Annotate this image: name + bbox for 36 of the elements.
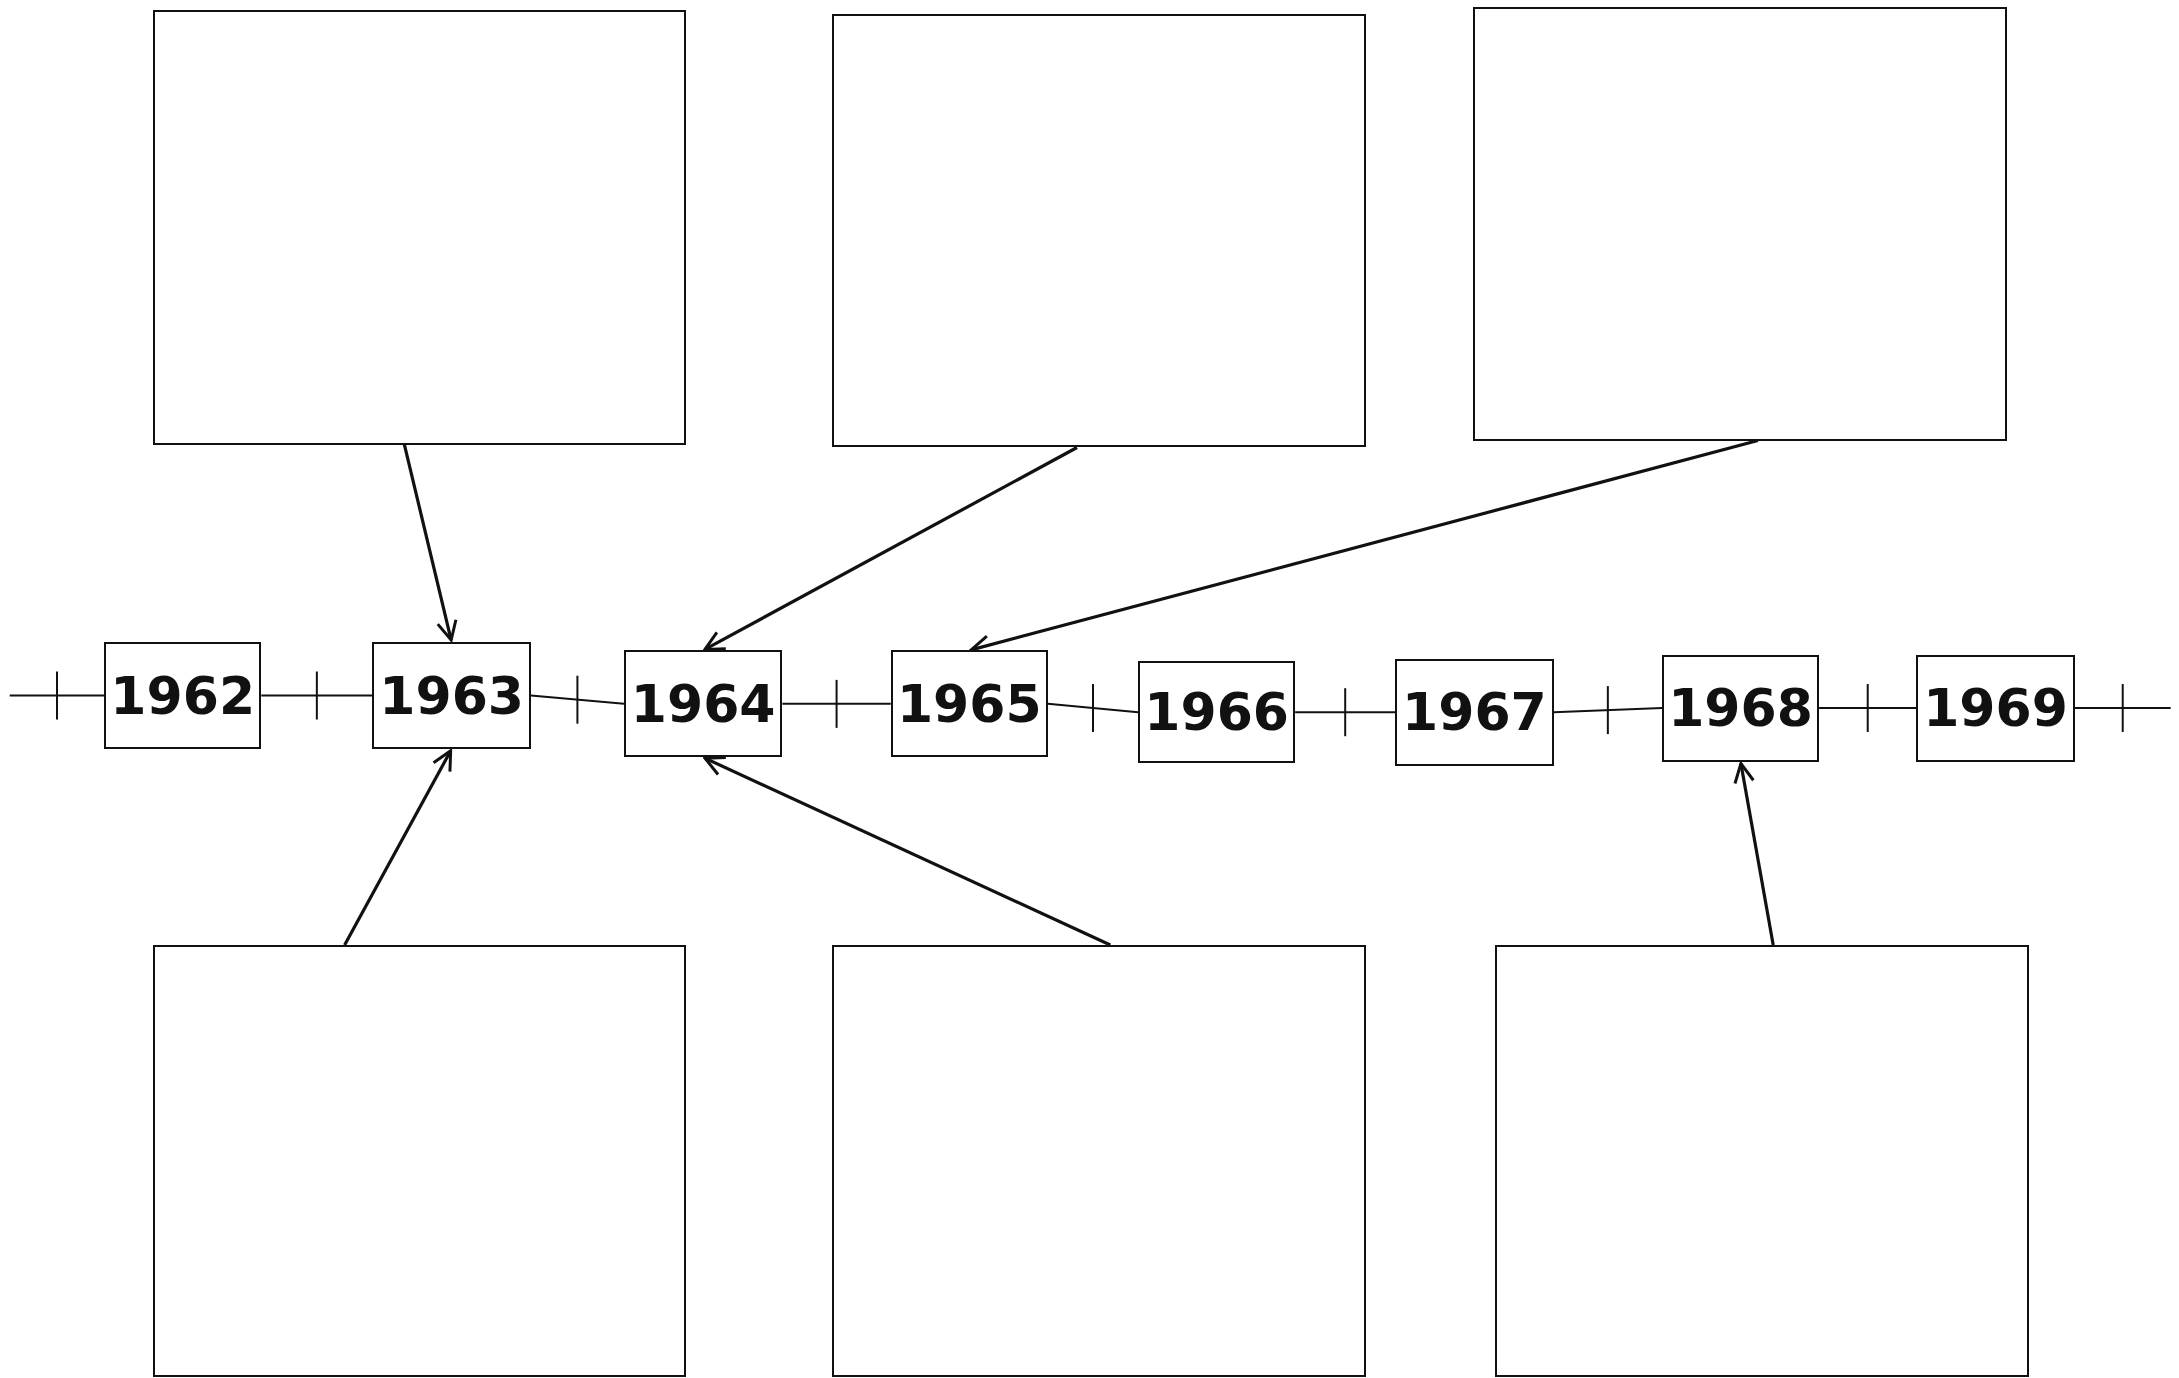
timeline-line: [1046, 702, 1140, 714]
year-box: [372, 642, 531, 749]
empty-box: [832, 944, 1367, 1378]
year-label: 1968: [1668, 678, 1813, 739]
year-box: [104, 642, 262, 749]
year-label: 1962: [110, 665, 256, 726]
timeline-line: [781, 702, 892, 705]
arrow: [343, 749, 453, 946]
arrow: [402, 444, 458, 642]
year-box: [623, 650, 783, 758]
year-label: 1967: [1402, 682, 1547, 743]
timeline-line: [260, 694, 374, 697]
arrow: [703, 446, 1078, 651]
empty-box: [1473, 6, 2007, 441]
empty-box: [832, 13, 1367, 448]
arrow: [1733, 762, 1775, 946]
year-label: 1965: [896, 673, 1042, 734]
timeline-line: [529, 694, 625, 705]
empty-box: [1495, 944, 2029, 1378]
year-box: [1662, 654, 1820, 762]
year-label: 1963: [379, 665, 524, 726]
year-box: [1916, 654, 2075, 762]
year-label: 1969: [1923, 678, 2068, 739]
timeline-line: [8, 694, 106, 697]
year-box: [890, 650, 1048, 758]
empty-box: [152, 9, 687, 445]
arrow: [703, 756, 1111, 947]
empty-box: [152, 944, 687, 1378]
year-box: [1395, 658, 1554, 766]
timeline-line: [1552, 707, 1664, 714]
year-label: 1966: [1144, 682, 1289, 743]
timeline-line: [1818, 707, 1918, 710]
year-box: [1138, 661, 1296, 763]
timeline-line: [2073, 707, 2172, 710]
year-label: 1964: [630, 673, 776, 734]
timeline-line: [1294, 711, 1397, 714]
